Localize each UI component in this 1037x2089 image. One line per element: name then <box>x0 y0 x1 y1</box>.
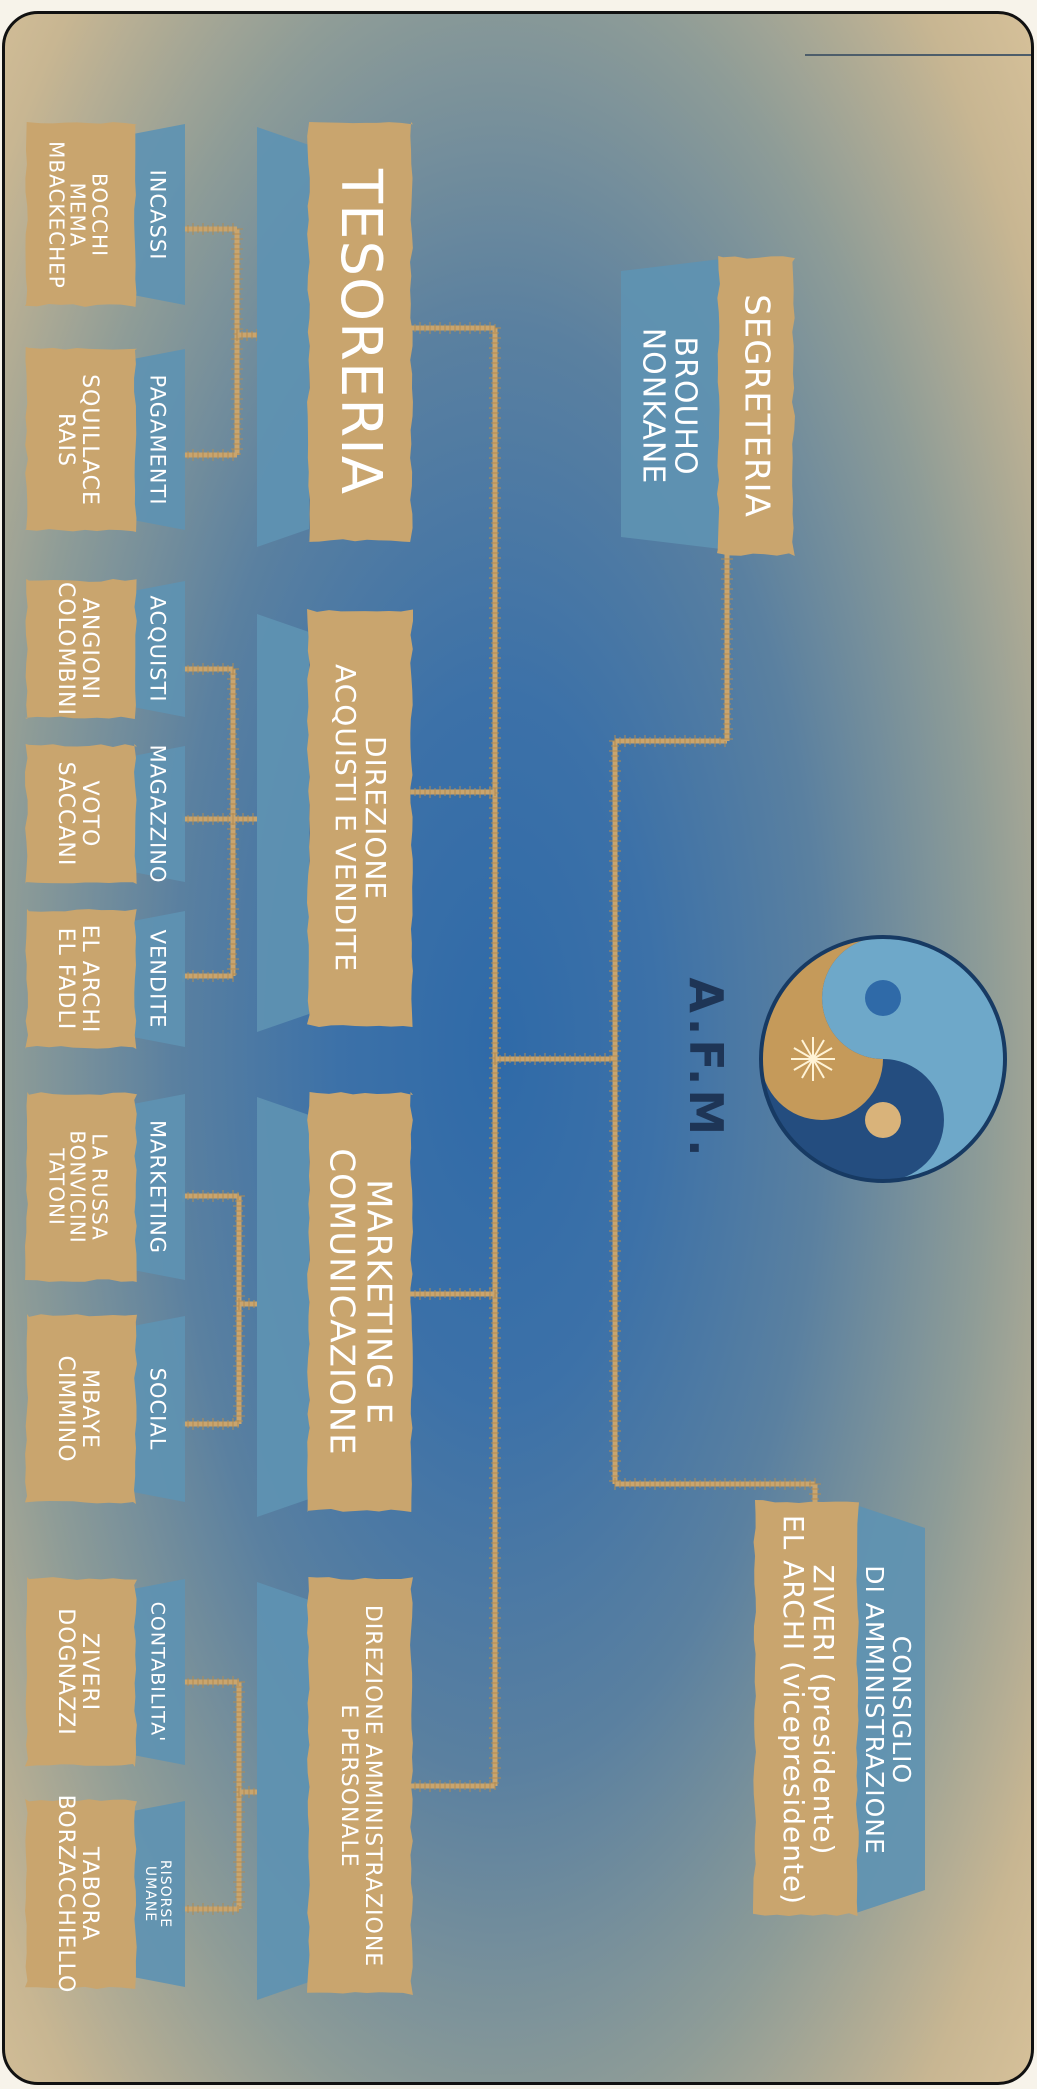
unit-label-panel <box>133 746 185 882</box>
unit-label-panel <box>133 581 185 717</box>
department-box <box>307 1092 413 1512</box>
logo-text: A.F.M. <box>678 977 733 1161</box>
unit-members-box <box>25 744 137 884</box>
unit-label-panel <box>133 349 185 530</box>
unit-members-box <box>25 1092 137 1282</box>
department-panel <box>257 127 309 547</box>
department-panel <box>257 1097 309 1517</box>
department-title: DIREZIONE AMMINISTRAZIONE E PERSONALE <box>336 1604 385 1968</box>
unit-label: ACQUISTI <box>145 595 170 703</box>
unit-members: EL ARCHI EL FADLI <box>53 924 102 1034</box>
unit-label: MAGAZZINO <box>145 744 170 884</box>
unit-members: ANGIONI COLOMBINI <box>53 582 102 716</box>
unit-label-panel <box>133 911 185 1047</box>
unit-members: MBAYE CIMMINO <box>53 1355 102 1463</box>
unit-members-box <box>25 579 137 719</box>
unit-label: PAGAMENTI <box>145 373 170 506</box>
department-box <box>307 609 413 1027</box>
department-panel <box>257 614 309 1032</box>
unit-members: BOCCHI MEMA MBACKECHEP <box>44 140 112 289</box>
department-panel <box>257 1582 309 2000</box>
segreteria-title: SEGRETERIA <box>736 294 777 518</box>
consiglio-title: CONSIGLIO DI AMMINISTRAZIONE <box>860 1565 916 1855</box>
department-box <box>307 1577 413 1995</box>
unit-members-box <box>25 1314 137 1504</box>
unit-members: SQUILLACE RAIS <box>53 373 102 506</box>
unit-members: TABORA BORZACCHIELLO <box>53 1794 102 1994</box>
unit-members-box <box>25 1577 137 1767</box>
unit-members: ZIVERI DOGNAZZI <box>53 1608 102 1736</box>
unit-label: RISORSE UMANE <box>142 1859 174 1929</box>
unit-label-panel <box>133 1316 185 1502</box>
unit-members: VOTO SACCANI <box>53 761 102 867</box>
consiglio-members: ZIVERI (presidente) EL ARCHI (vicepresid… <box>777 1514 841 1906</box>
department-title: TESORERIA <box>328 168 394 496</box>
connector-lines <box>182 223 821 1915</box>
unit-label-panel <box>133 1579 185 1765</box>
unit-members-box <box>25 1799 137 1989</box>
unit-label: INCASSI <box>145 169 170 260</box>
unit-label-panel <box>133 124 185 305</box>
org-chart-card: TESORERIA DIREZIONE ACQUISTI E VENDITE MAR… <box>2 11 1034 2085</box>
unit-label-panel <box>133 1094 185 1280</box>
unit-label: MARKETING <box>145 1119 170 1255</box>
department-box <box>307 122 413 542</box>
consiglio-panel <box>853 1504 925 1914</box>
segreteria-box <box>717 256 795 556</box>
consiglio-box <box>753 1500 859 1916</box>
segreteria-members: BROUHO NONKANE <box>635 327 703 485</box>
unit-label-panel <box>133 1801 185 1987</box>
unit-members-box <box>25 122 137 307</box>
unit-members-box <box>25 347 137 532</box>
unit-label: CONTABILITA' <box>146 1601 169 1743</box>
unit-members-box <box>25 909 137 1049</box>
unit-label: VENDITE <box>145 929 170 1029</box>
top-divider-line <box>805 54 1031 56</box>
segreteria-panel <box>621 259 721 549</box>
department-title: DIREZIONE ACQUISTI E VENDITE <box>329 663 393 973</box>
unit-members: LA RUSSA BONVICINI TATONI <box>44 1130 112 1244</box>
department-title: MARKETING E COMUNICAZIONE <box>322 1148 399 1456</box>
afm-emblem-icon <box>759 935 1007 1183</box>
unit-label: SOCIAL <box>145 1367 170 1451</box>
org-chart-diagram <box>25 122 1007 2000</box>
